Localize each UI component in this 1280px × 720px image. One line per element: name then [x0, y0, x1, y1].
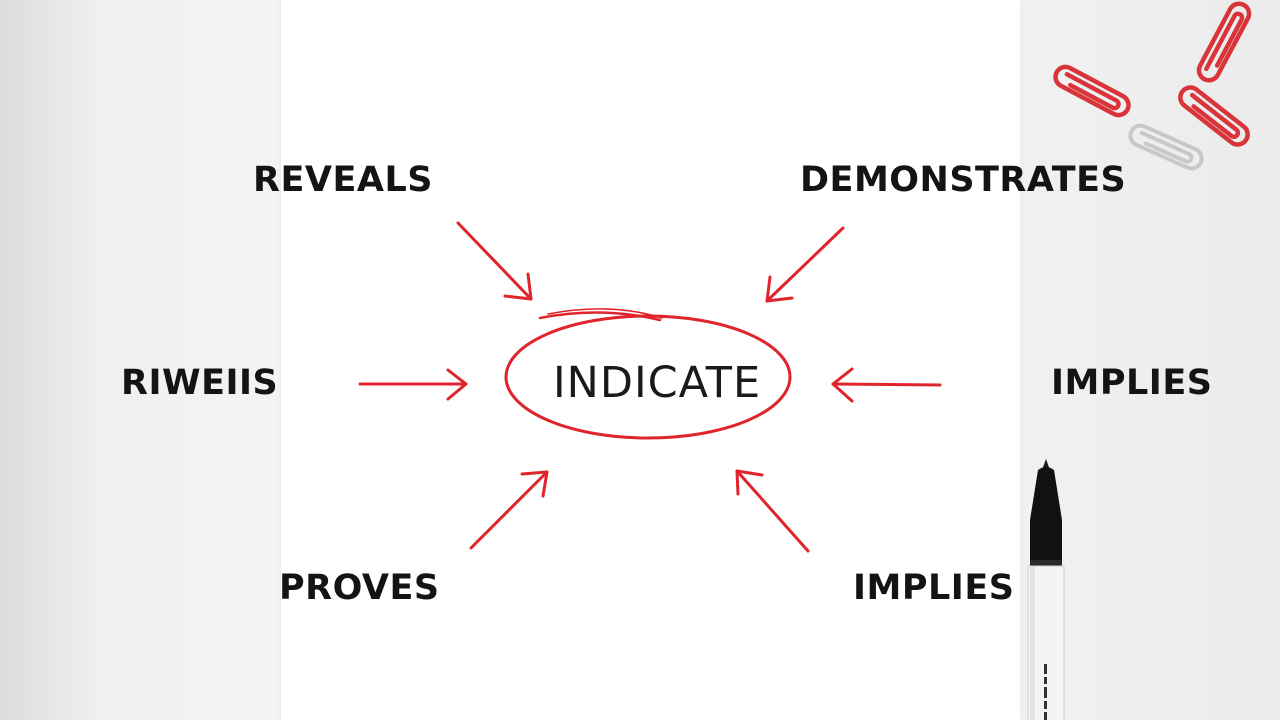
paper-clip-icon — [1053, 64, 1131, 118]
word-bottom-left: PROVES — [279, 568, 440, 608]
paper-clip-icon — [1178, 85, 1250, 147]
word-top-right: DEMONSTRATES — [800, 160, 1127, 200]
paper-clip-icon — [1196, 1, 1252, 83]
word-bottom-right: IMPLIES — [853, 568, 1015, 608]
word-middle-left: RIWEIIS — [121, 363, 279, 403]
paper-clip-icon — [1128, 123, 1204, 171]
marker-pen-icon — [1027, 459, 1065, 720]
word-middle-right: IMPLIES — [1051, 363, 1213, 403]
center-word: INDICATE — [553, 358, 762, 408]
word-top-left: REVEALS — [253, 160, 433, 200]
